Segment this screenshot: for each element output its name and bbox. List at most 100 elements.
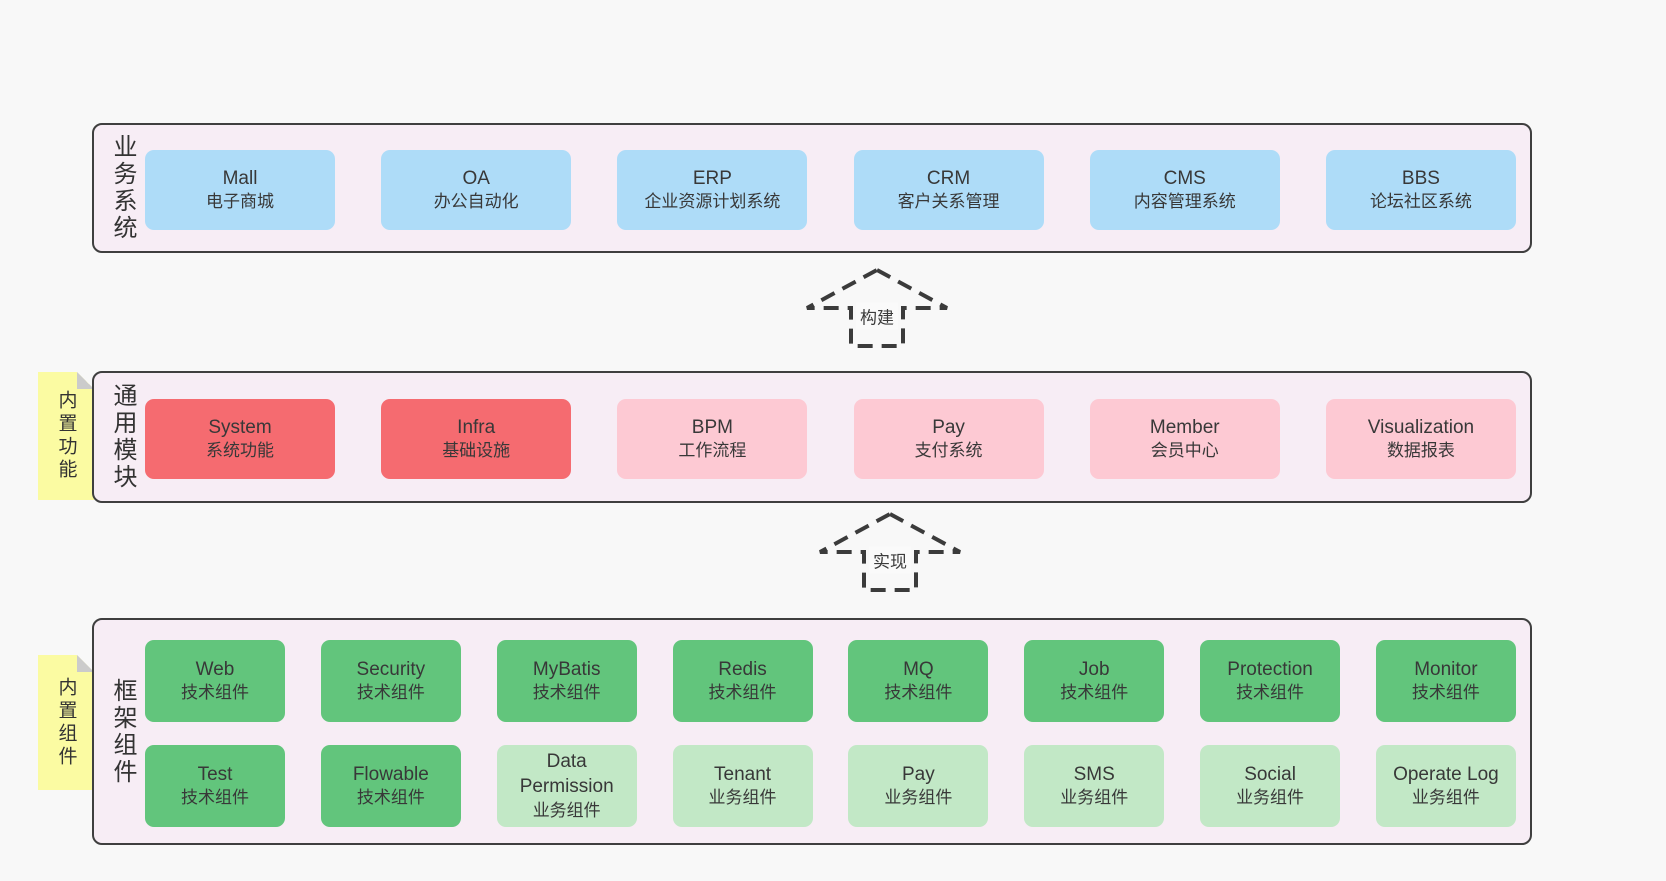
box-title: SMS	[1073, 763, 1115, 785]
box-bbs: BBS 论坛社区系统	[1325, 150, 1516, 230]
box-subtitle: 技术组件	[1060, 683, 1129, 703]
box-title: Test	[197, 763, 233, 785]
box-title: Web	[195, 658, 235, 680]
arrow-label-build: 构建	[856, 302, 898, 330]
box-subtitle: 技术组件	[181, 788, 249, 808]
box-subtitle: 技术组件	[356, 788, 425, 808]
sticky-note-built-in-features: 内置功能	[38, 372, 94, 500]
box-bpm: BPM 工作流程	[617, 399, 808, 479]
box-title: OA	[462, 167, 490, 189]
box-pay-component: Pay 业务组件	[848, 745, 989, 827]
box-subtitle: 业务组件	[884, 788, 953, 808]
box-title: Flowable	[352, 763, 429, 785]
box-title: Tenant	[714, 763, 772, 785]
box-title: Job	[1078, 658, 1110, 680]
box-erp: ERP 企业资源计划系统	[617, 150, 808, 230]
box-visualization: Visualization 数据报表	[1325, 399, 1516, 479]
arrow-implement: 实现	[815, 510, 965, 594]
panel-framework-components: 框架组件 Web 技术组件 Security 技术组件 MyBatis 技术组件…	[92, 618, 1532, 845]
box-subtitle: 办公自动化	[433, 192, 519, 212]
box-subtitle: 基础设施	[442, 441, 511, 461]
box-oa: OA 办公自动化	[381, 150, 572, 230]
arrow-label-implement: 实现	[869, 546, 911, 574]
box-security-component: Security 技术组件	[320, 640, 461, 722]
box-subtitle: 系统功能	[206, 441, 274, 461]
box-title: CRM	[926, 167, 971, 189]
panel-common-modules: 通用模块 System 系统功能 Infra 基础设施 BPM 工作流程 Pay…	[92, 371, 1532, 503]
box-title: BBS	[1401, 167, 1440, 189]
box-job-component: Job 技术组件	[1024, 640, 1165, 722]
box-subtitle: 业务组件	[1236, 788, 1305, 808]
box-monitor-component: Monitor 技术组件	[1375, 640, 1516, 722]
box-operate-log-component: Operate Log 业务组件	[1375, 745, 1516, 827]
box-mall: Mall 电子商城	[145, 150, 335, 230]
box-subtitle: 技术组件	[356, 683, 425, 703]
dashed-up-arrow-icon	[806, 267, 948, 348]
panel-label-business-systems: 业务系统	[109, 134, 136, 242]
box-subtitle: 业务组件	[1060, 788, 1129, 808]
box-subtitle: 技术组件	[1236, 683, 1305, 703]
box-subtitle: 技术组件	[532, 683, 601, 703]
box-flowable-component: Flowable 技术组件	[320, 745, 461, 827]
sticky-note-built-in-components: 内置组件	[38, 655, 94, 790]
box-title: Social	[1244, 763, 1296, 785]
box-subtitle: 技术组件	[181, 683, 249, 703]
framework-components-row-2: Test 技术组件 Flowable 技术组件 Data Permission …	[145, 745, 1516, 827]
common-modules-row: System 系统功能 Infra 基础设施 BPM 工作流程 Pay 支付系统…	[145, 399, 1516, 479]
note-label: 内置组件	[55, 676, 77, 769]
box-subtitle: 企业资源计划系统	[644, 192, 781, 212]
box-title: MyBatis	[532, 658, 601, 680]
box-test-component: Test 技术组件	[145, 745, 285, 827]
box-subtitle: 业务组件	[1411, 788, 1480, 808]
box-cms: CMS 内容管理系统	[1089, 150, 1280, 230]
box-pay-module: Pay 支付系统	[853, 399, 1044, 479]
box-infra: Infra 基础设施	[381, 399, 572, 479]
box-title: ERP	[692, 167, 732, 189]
box-subtitle: 会员中心	[1150, 441, 1219, 461]
box-title: Member	[1149, 416, 1220, 438]
box-title: Protection	[1227, 658, 1313, 680]
box-title: CMS	[1163, 167, 1206, 189]
box-subtitle: 技术组件	[708, 683, 777, 703]
business-systems-row: Mall 电子商城 OA 办公自动化 ERP 企业资源计划系统 CRM 客户关系…	[145, 150, 1516, 230]
box-subtitle: 业务组件	[532, 800, 601, 820]
box-data-permission-component: Data Permission 业务组件	[496, 745, 637, 827]
note-label: 内置功能	[55, 390, 77, 482]
box-subtitle: 客户关系管理	[897, 192, 1000, 212]
box-social-component: Social 业务组件	[1200, 745, 1341, 827]
box-sms-component: SMS 业务组件	[1024, 745, 1165, 827]
box-redis-component: Redis 技术组件	[672, 640, 813, 722]
box-member: Member 会员中心	[1089, 399, 1280, 479]
panel-business-systems: 业务系统 Mall 电子商城 OA 办公自动化 ERP 企业资源计划系统 CRM…	[92, 123, 1532, 253]
box-web-component: Web 技术组件	[145, 640, 285, 722]
box-subtitle: 数据报表	[1386, 441, 1455, 461]
box-title: BPM	[691, 416, 733, 438]
box-mybatis-component: MyBatis 技术组件	[496, 640, 637, 722]
box-title: Pay	[932, 416, 965, 438]
box-title: Monitor	[1414, 658, 1478, 680]
box-crm: CRM 客户关系管理	[853, 150, 1044, 230]
box-title: System	[208, 416, 272, 438]
box-subtitle: 技术组件	[1411, 683, 1480, 703]
box-title: Mall	[222, 167, 258, 189]
box-protection-component: Protection 技术组件	[1200, 640, 1341, 722]
box-system: System 系统功能	[145, 399, 335, 479]
box-title: Pay	[902, 763, 935, 785]
dashed-up-arrow-icon	[819, 511, 961, 592]
box-title: Data Permission	[519, 751, 614, 797]
box-subtitle: 电子商城	[206, 192, 274, 212]
box-mq-component: MQ 技术组件	[848, 640, 989, 722]
box-title: Security	[356, 658, 426, 680]
box-subtitle: 技术组件	[884, 683, 953, 703]
box-subtitle: 工作流程	[678, 441, 747, 461]
box-title: Redis	[718, 658, 767, 680]
panel-label-common-modules: 通用模块	[109, 383, 136, 491]
box-title: MQ	[903, 658, 934, 680]
box-title: Operate Log	[1393, 763, 1499, 785]
box-tenant-component: Tenant 业务组件	[672, 745, 813, 827]
panel-label-framework-components: 框架组件	[109, 677, 136, 786]
box-title: Visualization	[1367, 416, 1475, 438]
framework-components-row-1: Web 技术组件 Security 技术组件 MyBatis 技术组件 Redi…	[145, 640, 1516, 722]
box-subtitle: 业务组件	[708, 788, 777, 808]
